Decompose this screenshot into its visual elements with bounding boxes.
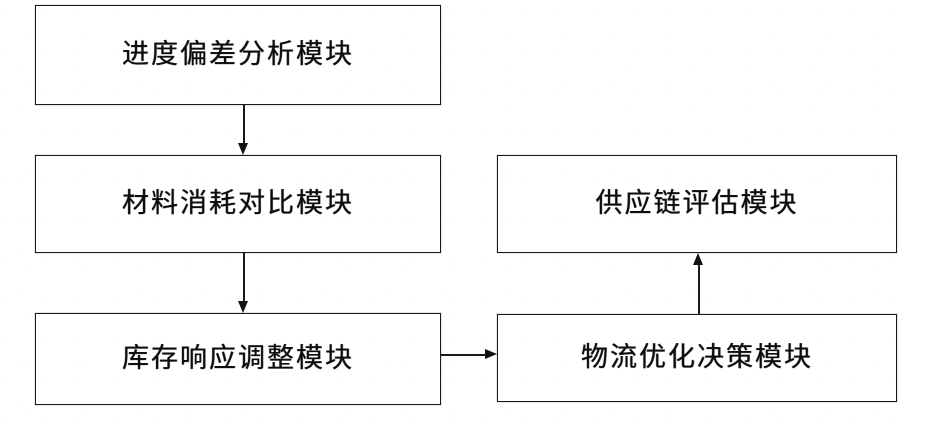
node-label: 库存响应调整模块 <box>122 343 354 375</box>
node-inventory-response-adjustment[interactable]: 库存响应调整模块 <box>35 313 441 405</box>
connector-line <box>698 264 700 314</box>
node-label: 物流优化决策模块 <box>581 342 813 374</box>
connector-logistics-to-supplychain <box>693 253 705 314</box>
node-label: 供应链评估模块 <box>595 188 799 220</box>
node-label: 材料消耗对比模块 <box>122 188 354 220</box>
connector-line <box>441 354 487 356</box>
connector-schedule-to-material <box>238 105 250 155</box>
connector-inventory-to-logistics <box>441 349 497 361</box>
node-label: 进度偏差分析模块 <box>122 39 354 71</box>
connector-line <box>243 253 245 303</box>
arrowhead-down-icon <box>238 143 248 155</box>
arrowhead-right-icon <box>485 349 497 359</box>
node-schedule-deviation-analysis[interactable]: 进度偏差分析模块 <box>35 5 441 105</box>
arrowhead-up-icon <box>693 253 703 265</box>
node-supply-chain-evaluation[interactable]: 供应链评估模块 <box>497 155 897 253</box>
node-material-consumption-comparison[interactable]: 材料消耗对比模块 <box>35 155 441 253</box>
arrowhead-down-icon <box>238 301 248 313</box>
connector-material-to-inventory <box>238 253 250 313</box>
node-logistics-optimization-decision[interactable]: 物流优化决策模块 <box>497 314 897 402</box>
connector-line <box>243 105 245 145</box>
